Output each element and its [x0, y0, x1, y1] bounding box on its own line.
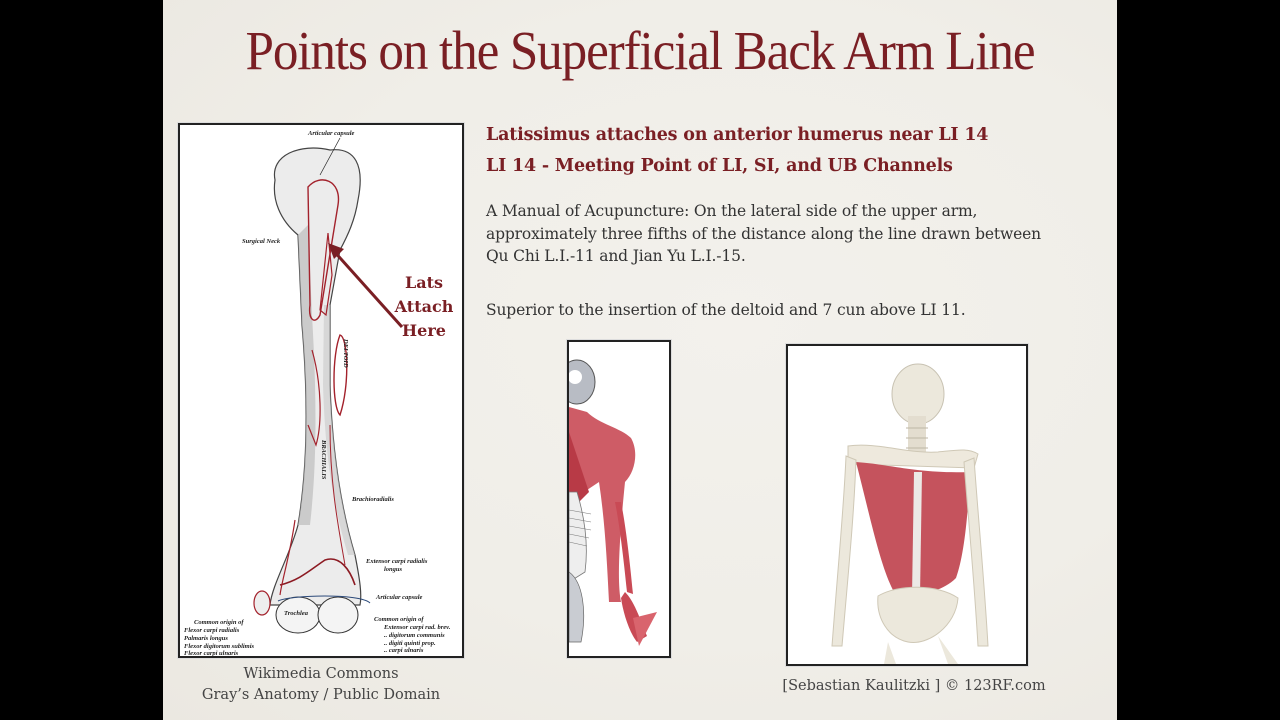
humerus-caption: Wikimedia Commons Gray’s Anatomy / Publi… [178, 664, 464, 706]
lats-attach-annotation: Lats Attach Here [394, 273, 454, 340]
skeleton-caption: [Sebastian Kaulitzki ] © 123RF.com [782, 678, 1046, 694]
humerus-illustration: Articular capsule Surgical Neck DELTOID … [178, 123, 464, 658]
svg-text:.. digitorum communis: .. digitorum communis [384, 632, 445, 639]
latissimus-skeleton-drawing [831, 363, 989, 664]
heading-line-1: Latissimus attaches on anterior humerus … [486, 125, 989, 145]
label-ecrl-2: longus [384, 566, 403, 573]
label-articular-capsule-bottom: Articular capsule [375, 594, 423, 601]
heading-line-2: LI 14 - Meeting Point of LI, SI, and UB … [486, 156, 953, 176]
label-surgical-neck: Surgical Neck [242, 238, 281, 245]
location-note: Superior to the insertion of the deltoid… [486, 301, 966, 319]
label-brachialis: BRACHIALIS [320, 439, 327, 480]
label-trochlea: Trochlea [284, 610, 309, 617]
manual-quote: A Manual of Acupuncture: On the lateral … [486, 202, 1041, 265]
label-common-origin-right: Common origin of Extensor carpi rad. bre… [374, 616, 451, 654]
caption-license: Gray’s Anatomy / Public Domain [201, 687, 441, 703]
svg-text:Flexor digitorum sublimis: Flexor digitorum sublimis [184, 643, 255, 650]
label-deltoid: DELTOID [342, 338, 349, 368]
svg-text:Common origin of: Common origin of [374, 616, 424, 623]
svg-text:Flexor carpi ulnaris: Flexor carpi ulnaris [184, 650, 239, 656]
svg-text:.. carpi ulnaris: .. carpi ulnaris [384, 647, 424, 654]
back-arm-muscles-drawing [569, 359, 657, 646]
caption-source: Wikimedia Commons [243, 666, 399, 682]
svg-text:Common origin of: Common origin of [194, 619, 244, 626]
svg-text:Flexor carpi radialis: Flexor carpi radialis [184, 627, 240, 634]
label-ecrl-1: Extensor carpi radialis [365, 558, 428, 565]
svg-text:Extensor carpi rad. brev.: Extensor carpi rad. brev. [383, 624, 451, 631]
svg-text:Palmaris longus: Palmaris longus [184, 635, 228, 642]
back-arm-muscles-illustration [567, 340, 671, 658]
humerus-drawing: Articular capsule Surgical Neck DELTOID … [184, 130, 451, 656]
label-common-origin-left: Common origin of Flexor carpi radialis P… [184, 619, 255, 656]
slide: Points on the Superficial Back Arm Line … [163, 0, 1117, 720]
slide-title: Points on the Superficial Back Arm Line [245, 20, 1036, 81]
label-brachioradialis: Brachioradialis [351, 496, 394, 503]
label-articular-capsule-top: Articular capsule [307, 130, 355, 137]
slide-heading: Latissimus attaches on anterior humerus … [486, 120, 1046, 182]
svg-text:.. digiti quinti prop.: .. digiti quinti prop. [384, 640, 436, 647]
latissimus-skeleton-photo [786, 344, 1028, 666]
